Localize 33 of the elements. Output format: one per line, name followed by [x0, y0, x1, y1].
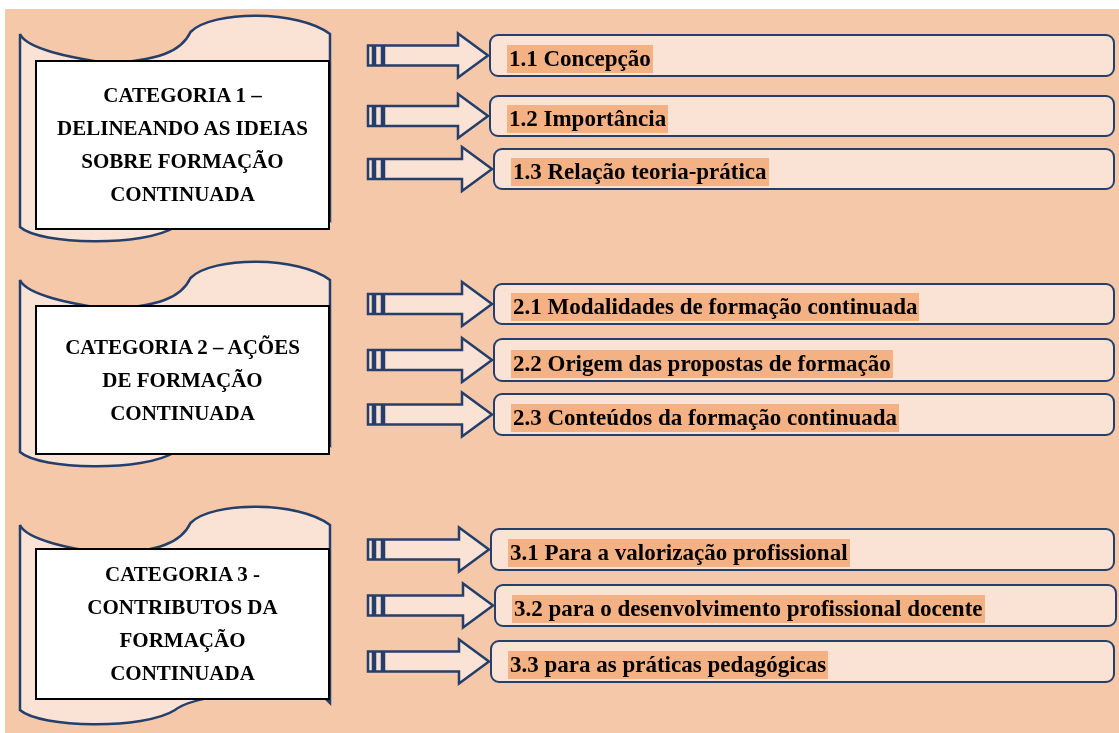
category-box: [35, 60, 330, 230]
block-arrow: [366, 581, 496, 630]
subcategory-label: 2.1 Modalidades de formação continuada: [511, 293, 920, 321]
subcategory-label: 3.3 para as práticas pedagógicas: [508, 651, 829, 679]
subcategory-box: [493, 338, 1115, 382]
subcategory-label: 1.2 Importância: [507, 105, 669, 133]
subcategory-box: [490, 640, 1115, 683]
block-arrow: [366, 279, 495, 329]
category-box: [35, 548, 330, 700]
subcategory-box: [494, 584, 1117, 627]
subcategory-box: [493, 283, 1115, 325]
block-arrow: [366, 144, 495, 194]
subcategory-label: 1.3 Relação teoria-prática: [511, 158, 769, 186]
subcategory-label: 2.3 Conteúdos da formação continuada: [511, 404, 899, 432]
subcategory-label: 3.2 para o desenvolvimento profissional docente: [512, 595, 985, 623]
subcategory-label: 1.1 Concepção: [507, 45, 653, 73]
block-arrow: [366, 390, 495, 439]
block-arrow: [366, 335, 495, 385]
block-arrow: [366, 525, 492, 574]
category-title: CATEGORIA 3 - CONTRIBUTOS DA FORMAÇÃO CONTINUADA: [86, 561, 279, 687]
subcategory-box: [489, 34, 1115, 77]
subcategory-box: [490, 528, 1115, 571]
subcategory-box: [493, 148, 1115, 190]
category-title: CATEGORIA 1 – DELINEANDO AS IDEIAS SOBRE FORMAÇÃO CONTINUADA: [56, 82, 309, 208]
category-title: CATEGORIA 2 – AÇÕES DE FORMAÇÃO CONTINUADA: [64, 333, 301, 427]
category-box: [35, 305, 330, 455]
subcategory-label: 2.2 Origem das propostas de formação: [511, 350, 893, 378]
subcategory-box: [493, 393, 1115, 436]
subcategory-label: 3.1 Para a valorização profissional: [508, 539, 850, 567]
block-arrow: [366, 637, 492, 686]
subcategory-box: [489, 95, 1115, 137]
block-arrow: [366, 91, 491, 141]
block-arrow: [366, 31, 491, 80]
